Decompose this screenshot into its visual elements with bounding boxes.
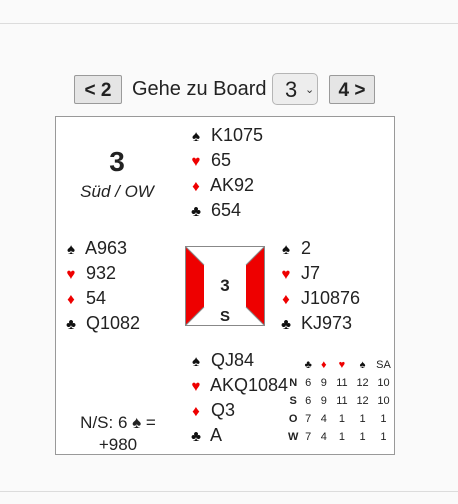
club-icon: ♣	[304, 359, 312, 371]
seat-label: S	[289, 395, 297, 407]
table-row: N 6 9 11 12 10	[286, 374, 394, 392]
score-line: +980	[98, 435, 138, 454]
trick-cell: 10	[377, 377, 390, 389]
east-hand: ♠ 2 ♥ J7 ♦ J10876 ♣ KJ973	[276, 236, 360, 336]
board-select-value: 3	[285, 77, 298, 102]
south-diamonds: Q3	[211, 400, 236, 420]
east-hearts: J7	[301, 263, 321, 283]
board-select[interactable]: 3 ⌄	[272, 73, 318, 105]
trick-cell: 11	[336, 377, 348, 389]
chevron-down-icon: ⌄	[305, 84, 315, 96]
south-hand: ♠ QJ84 ♥ AKQ1084 ♦ Q3 ♣ A	[186, 348, 288, 448]
diamond-icon: ♦	[192, 178, 200, 195]
east-vulnerable-marker	[246, 247, 264, 325]
west-diamonds: 54	[86, 288, 107, 308]
dealer-vulnerability: Süd / OW	[80, 182, 154, 201]
heart-icon: ♥	[191, 378, 201, 395]
trick-cell: 4	[320, 413, 327, 425]
trick-cell: 1	[338, 413, 345, 425]
trick-cell: 6	[305, 377, 312, 389]
table-row: W 7 4 1 1 1	[286, 428, 394, 446]
heart-icon: ♥	[191, 153, 201, 170]
trick-cell: 12	[356, 395, 369, 407]
trick-cell: 1	[338, 431, 345, 443]
trick-cell: 1	[359, 413, 366, 425]
trick-cell: 7	[305, 431, 312, 443]
diamond-icon: ♦	[67, 291, 75, 308]
east-clubs: KJ973	[301, 313, 353, 333]
trick-cell: 12	[356, 377, 369, 389]
previous-board-button[interactable]: < 2	[74, 75, 122, 104]
contract-line: N/S: 6 ♠ =	[80, 413, 156, 432]
spade-icon: ♠	[67, 241, 75, 258]
east-spades: 2	[301, 238, 312, 258]
compass-board-number: 3	[220, 276, 230, 295]
bottom-divider	[0, 491, 458, 492]
west-hand: ♠ A963 ♥ 932 ♦ 54 ♣ Q1082	[61, 236, 140, 336]
north-diamonds: AK92	[210, 175, 255, 195]
trick-cell: 10	[377, 395, 390, 407]
trick-cell: 7	[305, 413, 312, 425]
trick-cell: 9	[320, 395, 327, 407]
next-board-button[interactable]: 4 >	[329, 75, 375, 104]
heart-icon: ♥	[66, 266, 76, 283]
makeable-tricks-table: ♣ ♦ ♥ ♠ SA N 6 9 11 12 10 S 6 9 11 12 10…	[286, 356, 394, 446]
spade-icon: ♠	[192, 128, 200, 145]
trick-cell: 6	[305, 395, 312, 407]
diamond-icon: ♦	[192, 403, 200, 420]
diamond-icon: ♦	[282, 291, 290, 308]
club-icon: ♣	[191, 428, 201, 445]
west-vulnerable-marker	[186, 247, 204, 325]
west-hearts: 932	[86, 263, 117, 283]
compass-dealer-letter: S	[219, 308, 230, 325]
heart-icon: ♥	[281, 266, 291, 283]
goto-board-label: Gehe zu Board	[132, 78, 267, 100]
board-navigation: < 2 Gehe zu Board 3 ⌄ 4 >	[0, 73, 458, 107]
north-clubs: 654	[211, 200, 242, 220]
trick-cell: 9	[320, 377, 327, 389]
north-spades: K1075	[211, 125, 264, 145]
spade-icon: ♠	[359, 359, 366, 371]
south-spades: QJ84	[211, 350, 255, 370]
trick-cell: 4	[320, 431, 327, 443]
club-icon: ♣	[66, 316, 76, 333]
notrump-header: SA	[376, 359, 391, 371]
west-spades: A963	[85, 238, 128, 258]
table-row: S 6 9 11 12 10	[286, 392, 394, 410]
board-number: 3	[109, 146, 125, 177]
vulnerability-markers	[186, 247, 264, 325]
south-hearts: AKQ1084	[210, 375, 289, 395]
contract-result: N/S: 6 ♠ = +980	[70, 412, 166, 456]
heart-icon: ♥	[338, 359, 346, 371]
south-clubs: A	[210, 425, 223, 445]
club-icon: ♣	[281, 316, 291, 333]
compass-vulnerability-box: 3 S	[185, 246, 265, 326]
seat-label: W	[287, 431, 299, 443]
diamond-icon: ♦	[321, 359, 327, 371]
west-clubs: Q1082	[86, 313, 141, 333]
spade-icon: ♠	[282, 241, 290, 258]
board-diagram: 3 Süd / OW ♠ K1075 ♥ 65 ♦ AK92 ♣ 654 ♠ A…	[55, 116, 395, 455]
north-hearts: 65	[211, 150, 232, 170]
trick-cell: 1	[380, 431, 387, 443]
spade-icon: ♠	[192, 353, 200, 370]
seat-label: O	[288, 413, 298, 425]
east-diamonds: J10876	[301, 288, 361, 308]
trick-cell: 11	[336, 395, 348, 407]
trick-cell: 1	[359, 431, 366, 443]
north-hand: ♠ K1075 ♥ 65 ♦ AK92 ♣ 654	[186, 123, 263, 223]
seat-label: N	[289, 377, 298, 389]
top-divider	[0, 23, 458, 24]
club-icon: ♣	[191, 203, 201, 220]
table-row: O 7 4 1 1 1	[286, 410, 394, 428]
trick-cell: 1	[380, 413, 387, 425]
